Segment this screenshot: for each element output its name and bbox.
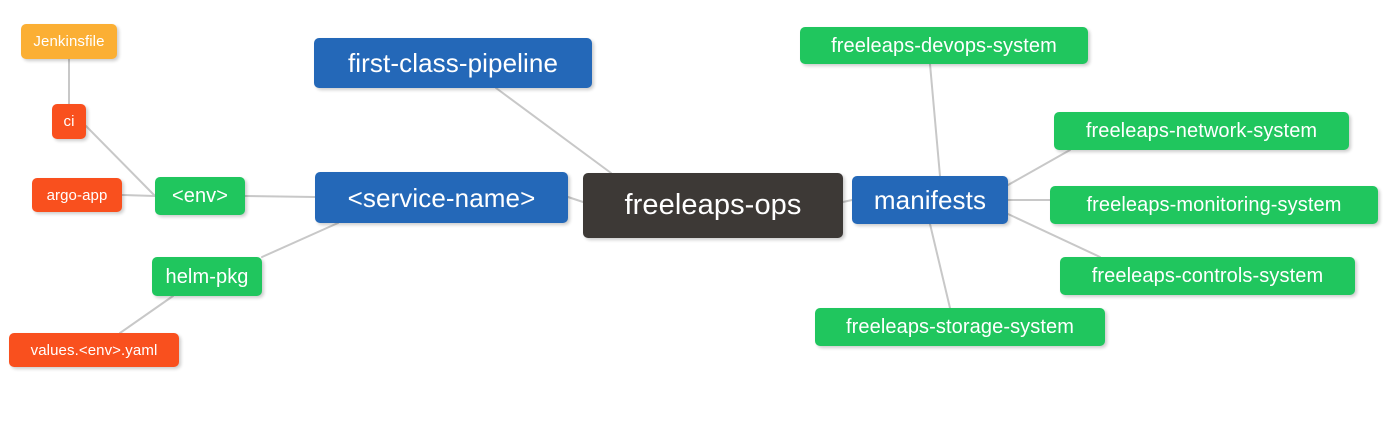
node-freeleaps-network-system[interactable]: freeleaps-network-system xyxy=(1054,112,1349,150)
edge-manifests-to-freeleaps-storage-system xyxy=(929,223,951,309)
node-freeleaps-monitoring-system[interactable]: freeleaps-monitoring-system xyxy=(1050,186,1378,224)
edge-service-name-to-helm-pkg xyxy=(261,222,339,258)
node-helm-pkg[interactable]: helm-pkg xyxy=(152,257,262,296)
edge-manifests-to-freeleaps-network-system xyxy=(1007,149,1071,186)
node-freeleaps-controls-system[interactable]: freeleaps-controls-system xyxy=(1060,257,1355,295)
edge-first-class-pipeline-to-freeleaps-ops xyxy=(495,87,612,174)
node-service-name[interactable]: <service-name> xyxy=(315,172,568,223)
edge-env-to-service-name xyxy=(244,195,316,198)
node-ci[interactable]: ci xyxy=(52,104,86,139)
node-manifests[interactable]: manifests xyxy=(852,176,1008,224)
edge-manifests-to-freeleaps-devops-system xyxy=(929,63,941,177)
node-jenkinsfile[interactable]: Jenkinsfile xyxy=(21,24,117,59)
node-freeleaps-storage-system[interactable]: freeleaps-storage-system xyxy=(815,308,1105,346)
node-freeleaps-ops[interactable]: freeleaps-ops xyxy=(583,173,843,238)
node-first-class-pipeline[interactable]: first-class-pipeline xyxy=(314,38,592,88)
node-argo-app[interactable]: argo-app xyxy=(32,178,122,212)
edge-helm-pkg-to-values-yaml xyxy=(119,295,174,334)
node-env[interactable]: <env> xyxy=(155,177,245,215)
node-values-yaml[interactable]: values.<env>.yaml xyxy=(9,333,179,367)
edge-argo-app-to-env xyxy=(121,194,156,197)
node-freeleaps-devops-system[interactable]: freeleaps-devops-system xyxy=(800,27,1088,64)
edge-service-name-to-freeleaps-ops xyxy=(567,196,584,203)
edge-freeleaps-ops-to-manifests xyxy=(842,199,853,203)
